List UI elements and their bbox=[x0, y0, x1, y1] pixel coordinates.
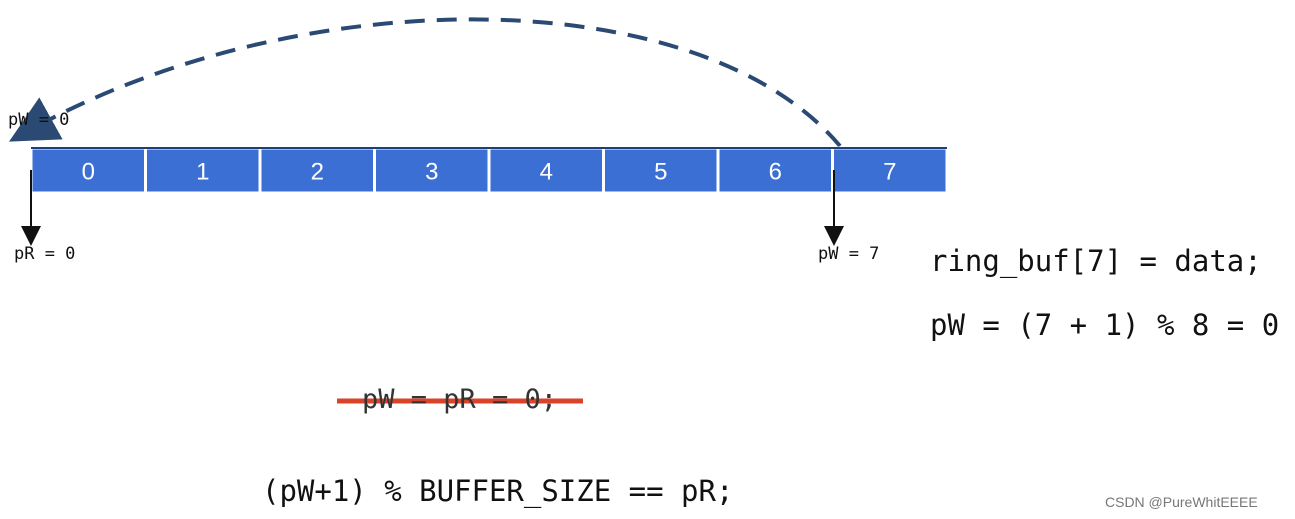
code-line-assign: ring_buf[7] = data; bbox=[930, 244, 1262, 278]
buffer-cell-index: 6 bbox=[769, 159, 782, 186]
buffer-cell bbox=[487, 146, 605, 195]
buffer-cell bbox=[831, 146, 949, 195]
buffer-cell bbox=[373, 146, 491, 195]
buffer-cell bbox=[716, 146, 834, 195]
buffer-cell-index: 7 bbox=[883, 159, 896, 186]
buffer-cells: 0 1 2 3 4 5 6 7 bbox=[29, 146, 949, 195]
buffer-cell-index: 3 bbox=[425, 159, 438, 186]
code-struck-init: pW = pR = 0; bbox=[362, 384, 558, 415]
buffer-cell-index: 4 bbox=[540, 159, 553, 186]
code-full-condition: (pW+1) % BUFFER_SIZE == pR; bbox=[262, 474, 734, 508]
pr-left-label: pR = 0 bbox=[14, 244, 76, 264]
watermark: CSDN @PureWhitEEEE bbox=[1105, 494, 1258, 510]
buffer-cell-index: 0 bbox=[82, 159, 95, 186]
wrap-around-arrow bbox=[9, 17, 842, 148]
buffer-cell-index: 5 bbox=[654, 159, 667, 186]
code-line-increment: pW = (7 + 1) % 8 = 0 bbox=[930, 308, 1280, 342]
pw-right-label: pW = 7 bbox=[818, 244, 880, 264]
buffer-cell-index: 2 bbox=[311, 159, 324, 186]
pw-top-label: pW = 0 bbox=[8, 110, 70, 130]
buffer-cell-index: 1 bbox=[196, 159, 209, 186]
buffer-cell bbox=[602, 146, 720, 195]
